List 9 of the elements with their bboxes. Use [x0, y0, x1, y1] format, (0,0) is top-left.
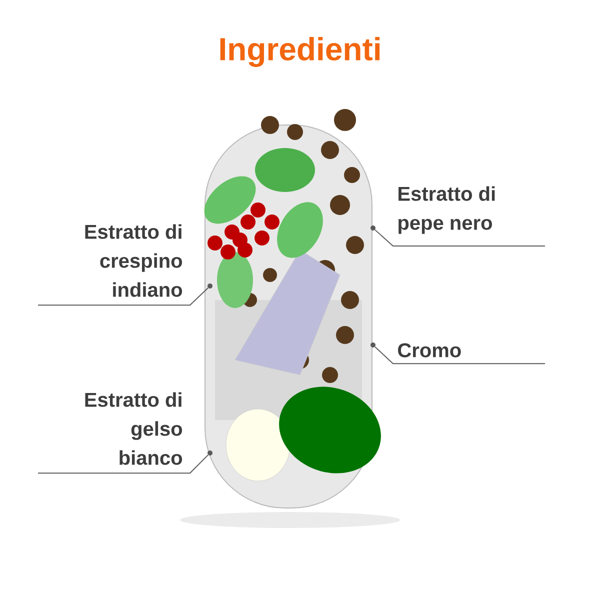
leader-line [374, 346, 546, 364]
leader-line [38, 454, 209, 474]
title: Ingredienti [220, 37, 380, 67]
ingredient-label: Estratto di gelso bianco [85, 392, 182, 465]
leader-line [374, 229, 546, 247]
ingredient-label: Cromo [398, 343, 461, 358]
leader-line [38, 287, 209, 306]
ingredient-label: Estratto di pepe nero [398, 186, 495, 234]
ingredient-label: Estratto di crespino indiano [85, 224, 182, 297]
